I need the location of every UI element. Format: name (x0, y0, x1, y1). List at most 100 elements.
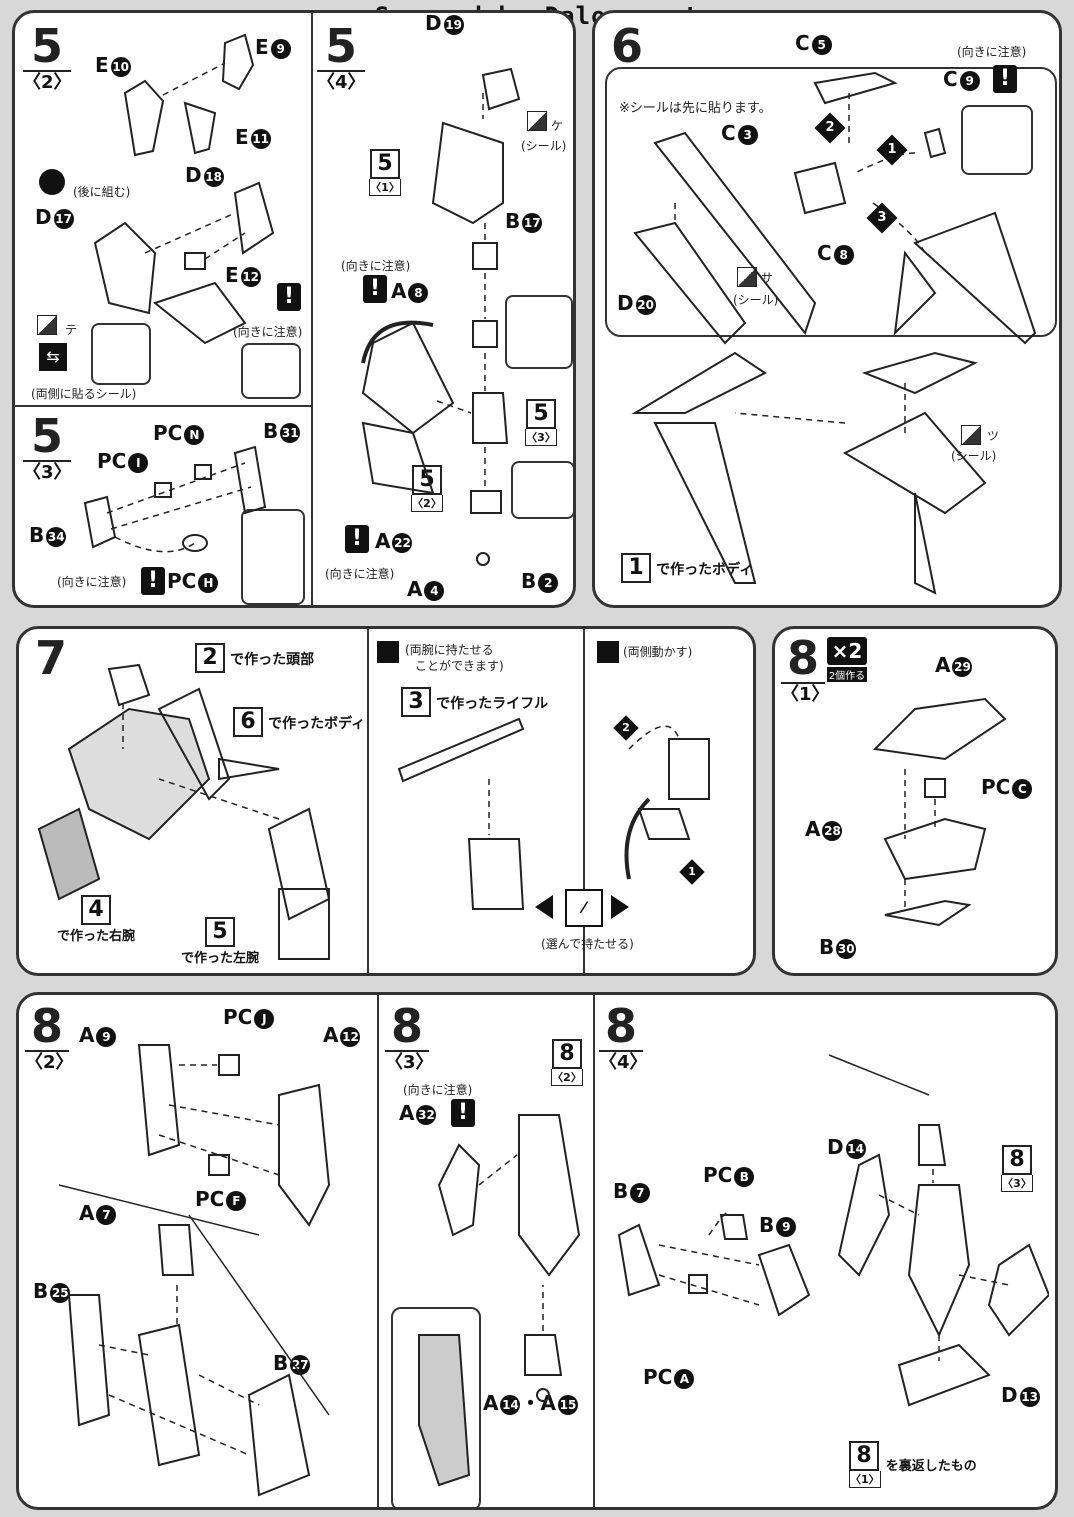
note-back: (後に組む) (73, 185, 131, 199)
ref-step-1: 1 で作ったボディ (621, 553, 753, 583)
step-7-title: 7 (34, 631, 67, 685)
sticker-icon (961, 425, 981, 445)
inner-box (605, 67, 1057, 337)
assembly-drawing-8-4 (617, 1054, 1049, 1407)
both-arms-icon (377, 641, 399, 663)
circle-back-icon (39, 169, 65, 195)
step-8-3-title: 8〈3〉 (385, 999, 434, 1073)
ref-step-4: 4 で作った右腕 (57, 895, 136, 944)
sticker-tsu: ツ (987, 429, 1000, 443)
detail-box (511, 461, 573, 519)
sticker-icon (527, 111, 547, 131)
detail-box (505, 295, 573, 369)
warning-icon: ! (363, 275, 387, 303)
sticker-shape-box (91, 323, 151, 385)
both-move-icon (597, 641, 619, 663)
detail-box (241, 509, 305, 605)
divider-vertical (377, 995, 379, 1507)
choose-icon: ⁄ (535, 887, 629, 927)
detail-box (961, 105, 1033, 175)
note-both-move: (両側動かす) (623, 645, 693, 659)
sticker-label: (シール) (733, 293, 779, 307)
divider-vertical (311, 13, 313, 605)
assembly-drawing-8-2 (58, 1044, 331, 1497)
warning-icon: ! (345, 525, 369, 553)
note-both-hold-2: ことができます) (415, 659, 504, 673)
warning-icon: ! (451, 1099, 475, 1127)
assembly-drawing-5-4 (361, 67, 521, 566)
warning-icon: ! (277, 283, 301, 311)
note-dir-2: (向きに注意) (325, 567, 395, 581)
step-6-title: 6 (610, 19, 643, 73)
warning-icon: ! (141, 567, 165, 595)
note-both-hold: (両腕に持たせる (405, 643, 494, 657)
make-two-badge: ×2 2個作る (827, 637, 867, 682)
assembly-drawing-5-3 (83, 445, 267, 553)
assembly-drawing-8-3 (418, 1114, 581, 1487)
ref-step-8-1: 8〈1〉 を裏返したもの (849, 1441, 977, 1488)
divider-vertical-2 (583, 629, 585, 973)
note-dir: (向きに注意) (403, 1083, 473, 1097)
ref-step-5-1: 5〈1〉 (369, 149, 401, 196)
part-detail-box (241, 343, 301, 399)
note-sticker-first: ※シールは先に貼ります。 (619, 101, 772, 116)
ref-step-2: 2 で作った頭部 (195, 643, 314, 673)
note-dir: (向きに注意) (57, 575, 127, 589)
ref-step-5: 5 で作った左腕 (181, 917, 260, 966)
step-8-4-title: 8〈4〉 (599, 999, 648, 1073)
divider-vertical-2 (593, 995, 595, 1507)
warning-icon: ! (993, 65, 1017, 93)
panel-step-7: 7 2 で作った頭部 6 で作ったボディ 4 で作った右腕 5 で作った左腕 (… (16, 626, 756, 976)
sticker-ke: ケ (551, 119, 564, 133)
note-dir: (向きに注意) (957, 45, 1027, 59)
assembly-drawing-6 (631, 71, 1037, 595)
sticker-te: テ (65, 323, 78, 337)
ref-step-8-2: 8〈2〉 (551, 1039, 583, 1086)
ref-step-5-3: 5〈3〉 (525, 399, 557, 446)
sticker-icon (37, 315, 57, 335)
note-dir: (向きに注意) (233, 325, 303, 339)
ref-step-3: 3 で作ったライフル (401, 687, 548, 717)
assembly-drawing-7 (37, 663, 710, 960)
sticker-label: (シール) (521, 139, 567, 153)
detail-box (391, 1307, 481, 1507)
sticker-icon (737, 267, 757, 287)
ref-step-8-3: 8〈3〉 (1001, 1145, 1033, 1192)
divider-horizontal (15, 405, 311, 407)
step-8-2-title: 8〈2〉 (25, 999, 74, 1073)
